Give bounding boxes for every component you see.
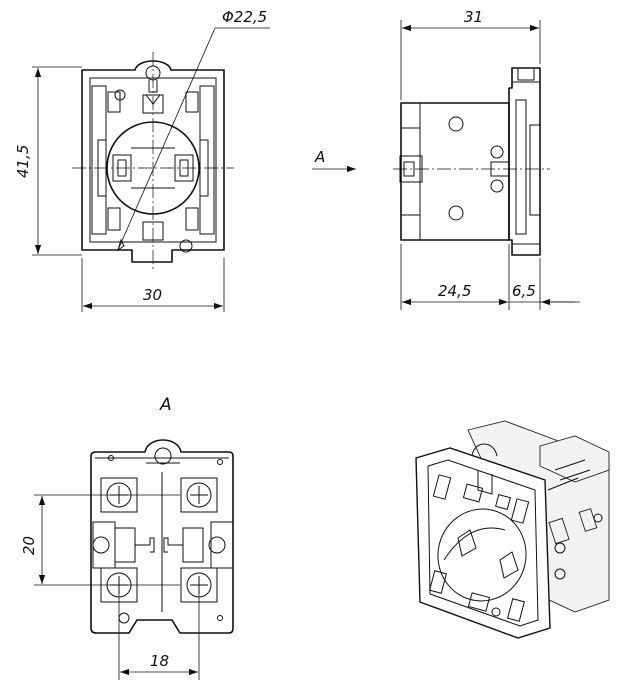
- dim-side-total: 31: [464, 8, 483, 26]
- front-dimensions: [32, 66, 225, 312]
- view-a-dimensions: [34, 494, 200, 680]
- view-a: [90, 439, 234, 634]
- arrow-label: A: [314, 148, 325, 166]
- dim-height: 41,5: [14, 145, 32, 178]
- screw-top-right: [180, 477, 218, 513]
- dim-terminal-vertical: 20: [20, 536, 38, 555]
- dim-side-plate: 6,5: [512, 282, 536, 300]
- front-view: [72, 27, 270, 272]
- dim-side-body: 24,5: [438, 282, 471, 300]
- dim-terminal-horizontal: 18: [150, 652, 169, 670]
- view-title: A: [159, 395, 172, 415]
- dim-front-width: 30: [143, 286, 162, 304]
- isometric-view: [415, 420, 610, 639]
- side-dimensions: [400, 20, 580, 310]
- dim-diameter: Φ22,5: [222, 8, 267, 26]
- side-view: [393, 67, 550, 256]
